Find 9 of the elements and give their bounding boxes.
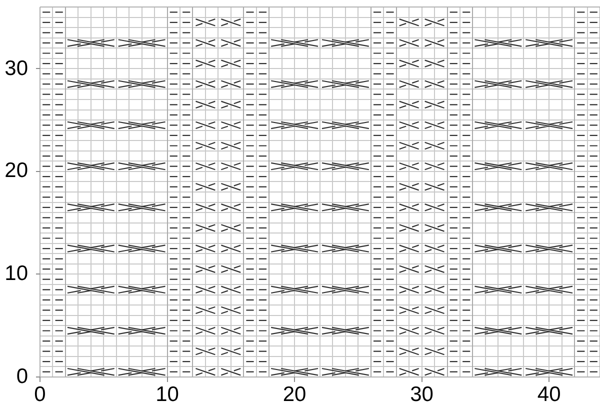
axis-tick-label: 0 — [34, 385, 46, 405]
axis-tick-label: 20 — [282, 385, 306, 405]
axis-tick-label: 10 — [4, 264, 28, 284]
axis-tick-label: 0 — [16, 367, 28, 387]
axis-tick-label: 30 — [410, 385, 434, 405]
axis-tick-label: 30 — [4, 58, 28, 79]
axis-tick-label: 20 — [4, 161, 28, 182]
axis-tick-label: 40 — [537, 385, 561, 405]
axis-tick-label: 10 — [156, 385, 179, 405]
